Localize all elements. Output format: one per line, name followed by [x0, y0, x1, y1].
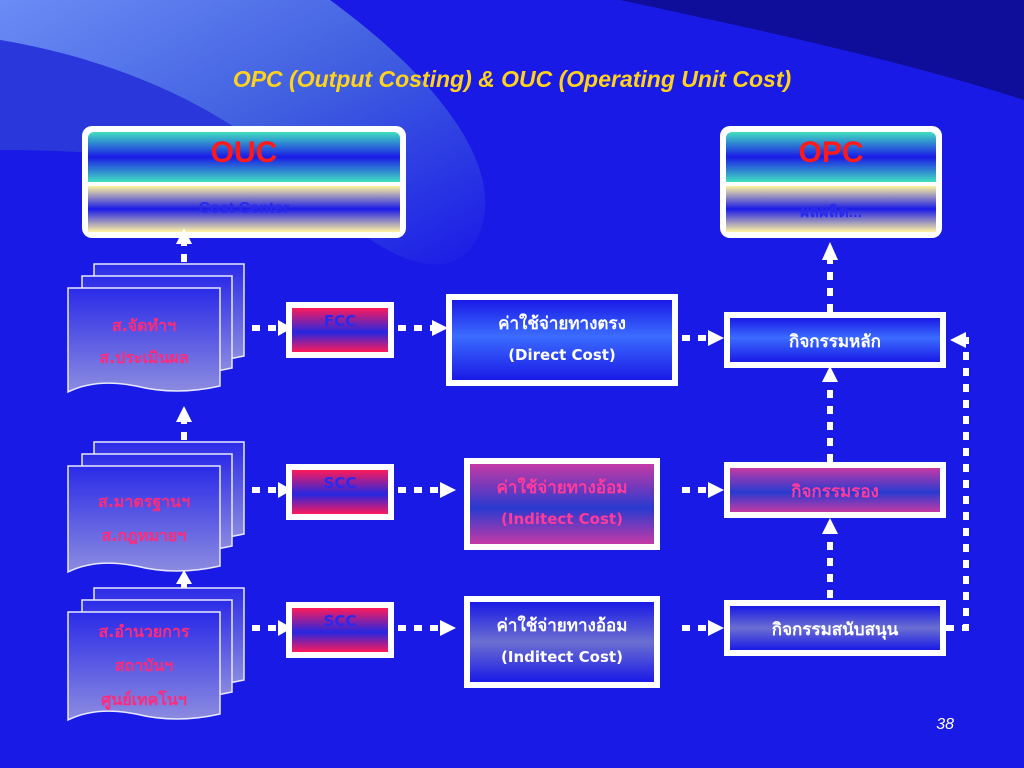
cost-center-scc-1: SCC — [286, 464, 394, 520]
ouc-box: OUC Cost Center — [82, 126, 406, 238]
cost-box-indirect-2-th: ค่าใช้จ่ายทางอ้อม — [496, 616, 628, 636]
cost-box-indirect-2-en: (Inditect Cost) — [501, 648, 623, 666]
cost-box-direct-th: ค่าใช้จ่ายทางตรง — [498, 314, 626, 334]
unit-doc-1: ส.จัดทำฯ ส.ประเมินผล — [68, 288, 220, 388]
cost-center-scc-2: SCC — [286, 602, 394, 658]
cost-center-fcc: FCC — [286, 302, 394, 358]
page-number: 38 — [936, 716, 954, 733]
cost-center-fcc-label: FCC — [323, 312, 357, 330]
activity-secondary-label: กิจกรรมรอง — [791, 482, 879, 502]
activity-support-label: กิจกรรมสนับสนุน — [771, 620, 899, 640]
activity-support: กิจกรรมสนับสนุน — [724, 600, 946, 656]
unit-doc-2: ส.มาตรฐานฯ ส.กฎหมายฯ — [68, 466, 220, 566]
activity-main: กิจกรรมหลัก — [724, 312, 946, 368]
ouc-label: OUC — [210, 136, 278, 169]
opc-sub-label: ผลผลิต... — [799, 204, 863, 221]
cost-box-direct: ค่าใช้จ่ายทางตรง (Direct Cost) — [446, 294, 678, 386]
cost-box-indirect-1-en: (Inditect Cost) — [501, 510, 623, 528]
unit-doc-2-line-2: ส.กฎหมายฯ — [101, 526, 187, 545]
opc-label: OPC — [798, 136, 864, 169]
cost-box-indirect-2: ค่าใช้จ่ายทางอ้อม (Inditect Cost) — [464, 596, 660, 688]
cost-box-indirect-1: ค่าใช้จ่ายทางอ้อม (Inditect Cost) — [464, 458, 660, 550]
unit-doc-1-line-1: ส.จัดทำฯ — [111, 316, 177, 335]
cost-box-direct-en: (Direct Cost) — [508, 346, 616, 364]
unit-doc-3-line-2: สถาบันฯ — [114, 656, 174, 675]
activity-main-label: กิจกรรมหลัก — [789, 332, 881, 352]
unit-doc-2-line-1: ส.มาตรฐานฯ — [97, 492, 191, 511]
activity-secondary: กิจกรรมรอง — [724, 462, 946, 518]
cost-center-scc-2-label: SCC — [323, 612, 357, 630]
unit-doc-3-line-3: ศูนย์เทคโนฯ — [101, 690, 187, 709]
cost-box-indirect-1-th: ค่าใช้จ่ายทางอ้อม — [496, 478, 628, 498]
opc-box: OPC ผลผลิต... — [720, 126, 942, 238]
unit-doc-3: ส.อำนวยการ สถาบันฯ ศูนย์เทคโนฯ — [68, 612, 220, 716]
ouc-sub-label: Cost Center — [198, 200, 290, 217]
slide-title: OPC (Output Costing) & OUC (Operating Un… — [232, 66, 792, 92]
cost-center-scc-1-label: SCC — [323, 474, 357, 492]
unit-doc-1-line-2: ส.ประเมินผล — [99, 348, 189, 367]
unit-doc-3-line-1: ส.อำนวยการ — [98, 622, 190, 641]
